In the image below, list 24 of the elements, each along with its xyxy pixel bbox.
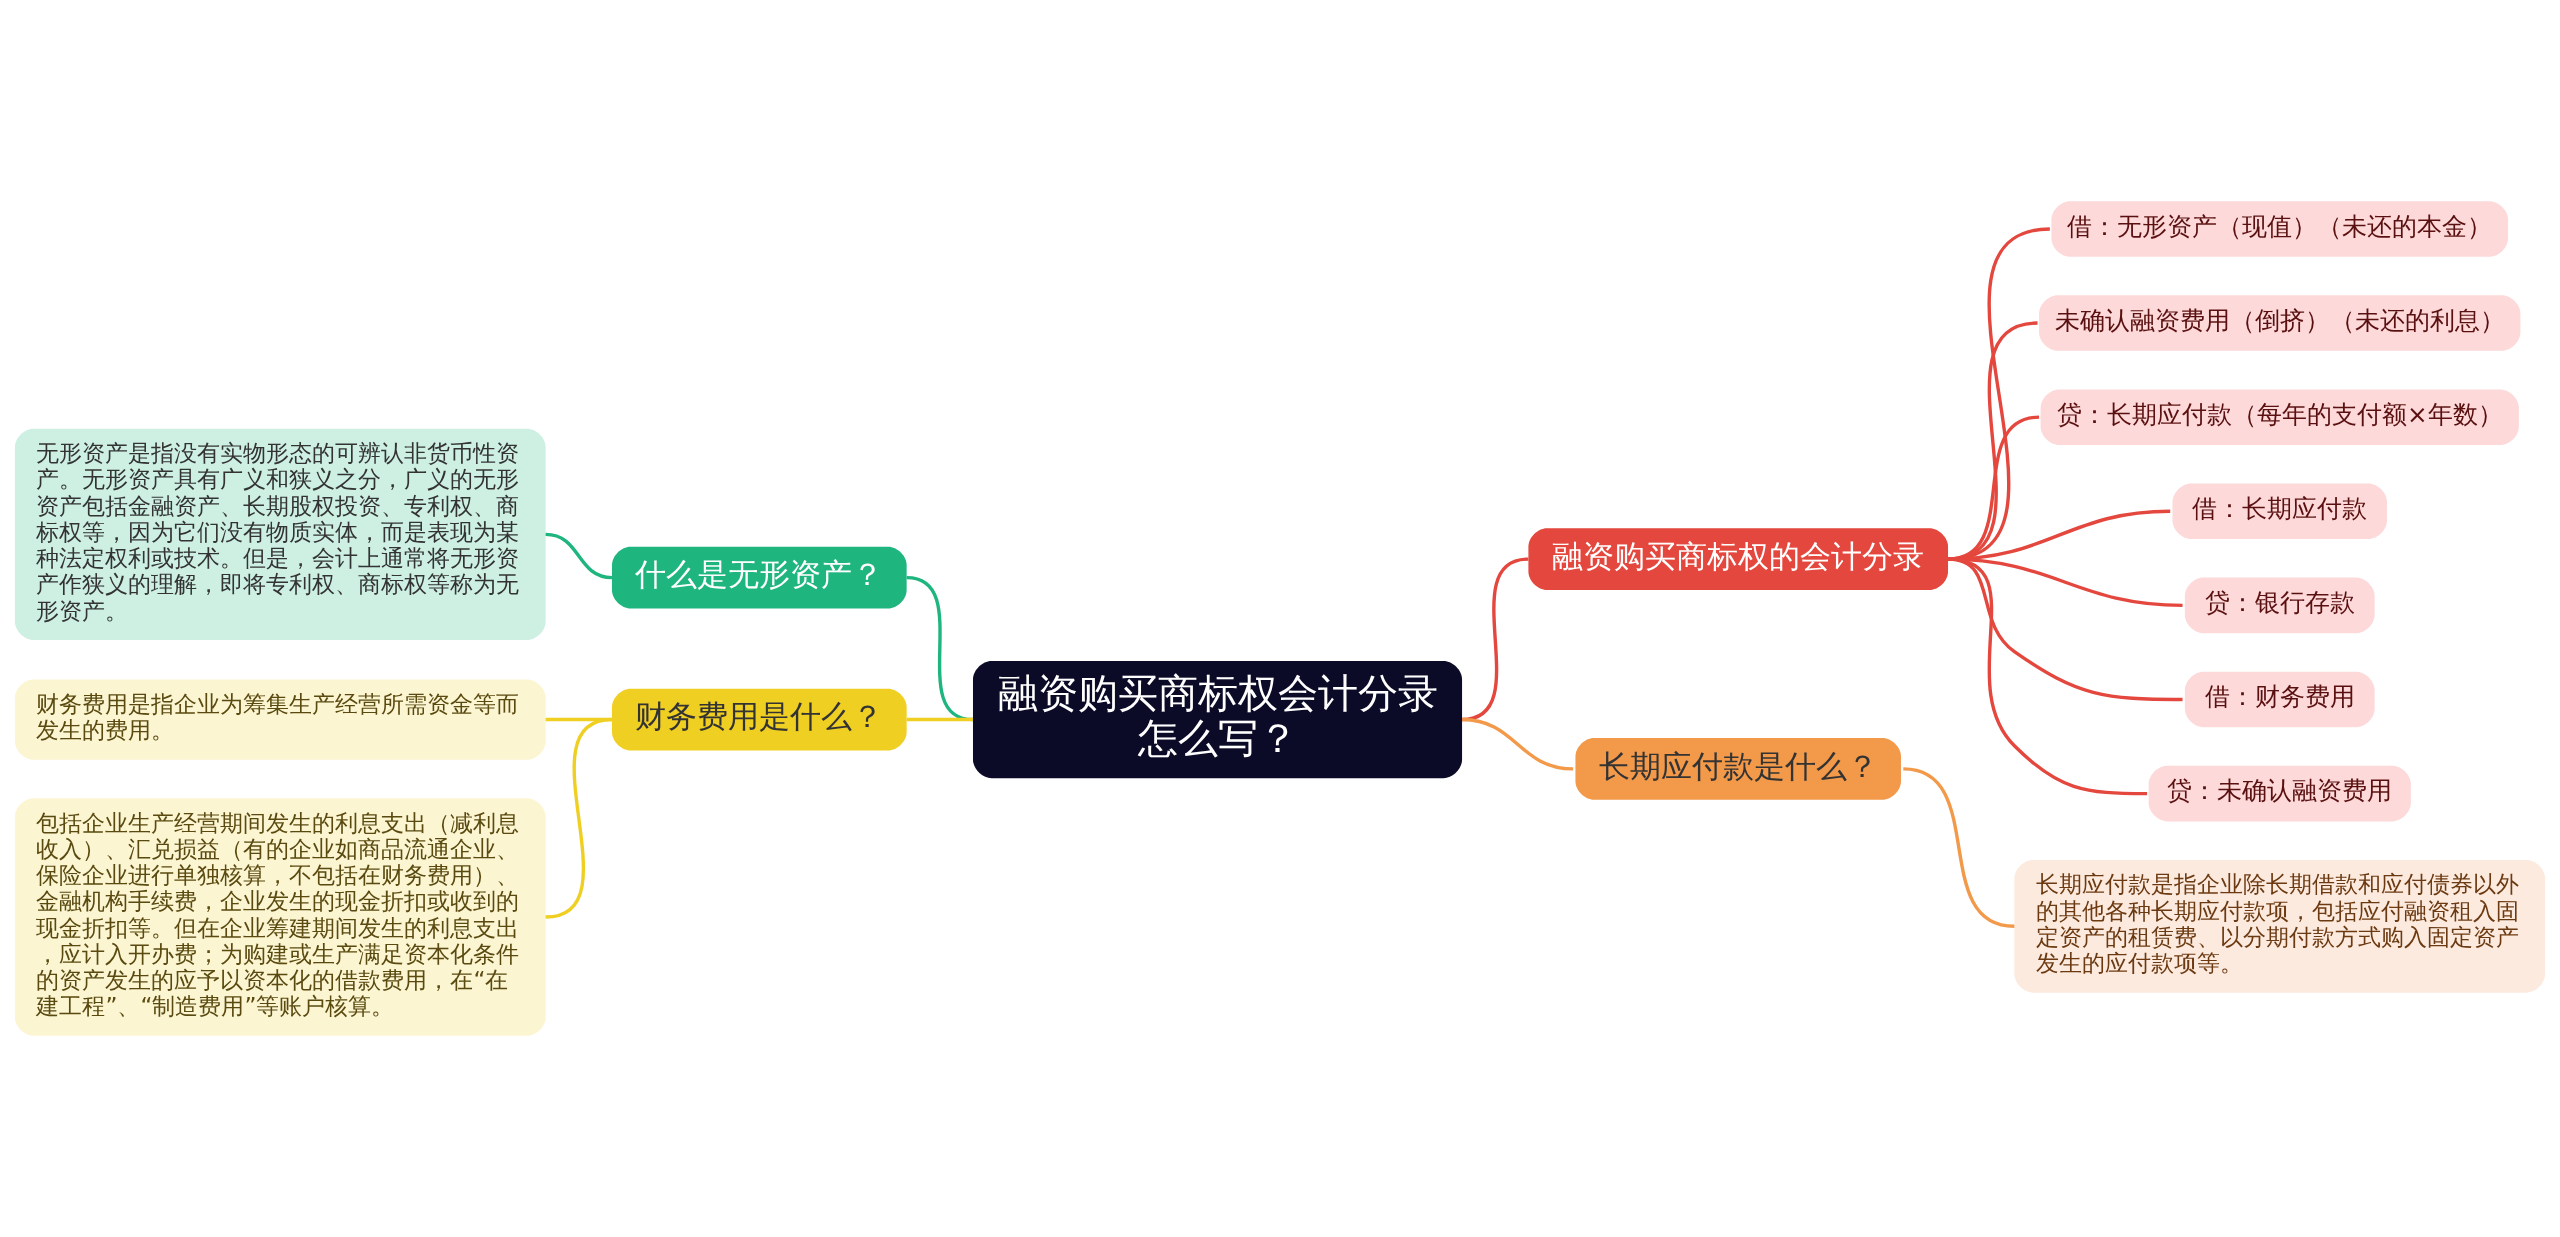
node-box: 借：无形资产（现值）（未还的本金） (2051, 201, 2509, 257)
node-box: 财务费用是指企业为筹集生产经营所需资金等而发生的费用。 (14, 679, 546, 760)
connector (1947, 557, 2183, 702)
node-box: 未确认融资费用（倒挤）（未还的利息） (2039, 295, 2521, 351)
connector (906, 575, 974, 722)
node-box: 借：财务费用 (2184, 671, 2375, 728)
connector (1903, 767, 2015, 928)
connector (906, 717, 973, 722)
node-box: 贷：未确认融资费用 (2148, 765, 2411, 822)
node-box: 贷：银行存款 (2184, 577, 2375, 634)
node-box: 包括企业生产经营期间发生的利息支出（减利息收入）、汇兑损益（有的企业如商品流通企业、保险企业进行单独核算，不包括在财务费用）、金融机构手续费，企业发生的现金折扣或收到的现金折扣等。但在企业筹建期间发生的利息支出，应计入开办费；为购建或生产满足资本化条件的资产发生的应予以资本化的借款费用，在“在建工程”、“制造费用”等账户核算。 (14, 798, 546, 1036)
connector (1947, 557, 2148, 796)
connector (1461, 717, 1574, 771)
node-box: 长期应付款是什么？ (1575, 738, 1901, 800)
node-box: 贷：长期应付款（每年的支付额×年数） (2040, 389, 2519, 445)
node-box: 融资购买商标权的会计分录 (1528, 528, 1949, 590)
node-box: 融资购买商标权会计分录怎么写？ (973, 660, 1463, 779)
connector (545, 717, 613, 919)
node-box: 无形资产是指没有实物形态的可辨认非货币性资产。无形资产具有广义和狭义之分，广义的无形资产包括金融资产、长期股权投资、专利权、商标权等，因为它们没有物质实体，而是表现为某种法定权利或技术。但是，会计上通常将无形资产作狭义的理解，即将专利权、商标权等称为无形资产。 (14, 428, 546, 641)
connector (545, 532, 613, 580)
node-box: 什么是无形资产？ (611, 546, 907, 609)
node-box: 财务费用是什么？ (611, 688, 907, 751)
node-box: 借：长期应付款 (2172, 483, 2387, 540)
node-box: 长期应付款是指企业除长期借款和应付债券以外的其他各种长期应付款项，包括应付融资租入固定资产的租赁费、以分期付款方式购入固定资产发生的应付款项等。 (2014, 859, 2546, 993)
